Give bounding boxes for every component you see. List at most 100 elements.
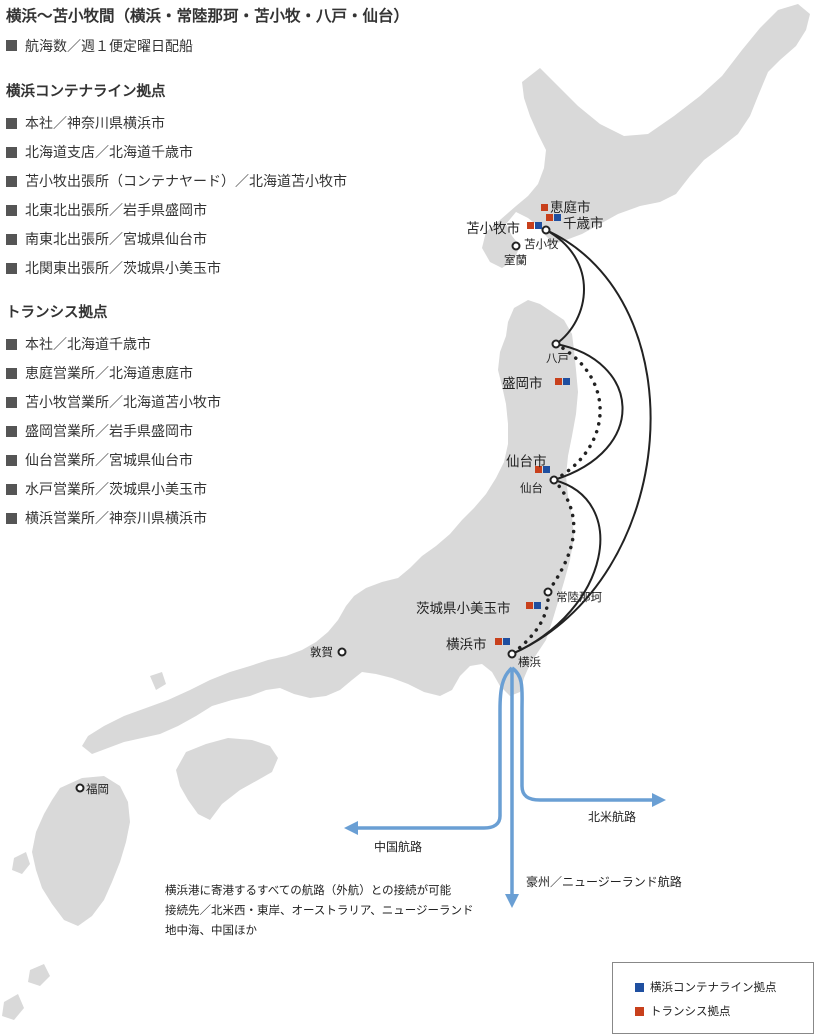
list-item-text: 恵庭営業所／北海道恵庭市 — [25, 366, 193, 382]
list-item-text: 北関東出張所／茨城県小美玉市 — [25, 261, 221, 277]
arrowhead-china — [344, 821, 358, 835]
island — [28, 964, 50, 986]
label-chitose: 千歳市 — [563, 216, 604, 232]
route-tomakomai-hachinohe — [545, 229, 585, 345]
label-morioka: 盛岡市 — [502, 376, 543, 392]
port-marker-fukuoka — [75, 783, 85, 793]
bullet-square — [6, 262, 17, 274]
label-tomakomai-city: 苫小牧市 — [466, 221, 520, 237]
island — [150, 672, 166, 690]
list-item: 苫小牧出張所（コンテナヤード）／北海道苫小牧市 — [6, 171, 347, 191]
list-item: 苫小牧営業所／北海道苫小牧市 — [6, 392, 221, 412]
list-item-text: 水戸営業所／茨城県小美玉市 — [25, 482, 207, 498]
bullet-square — [6, 425, 17, 437]
list-item: 恵庭営業所／北海道恵庭市 — [6, 363, 193, 383]
legend-swatch-red — [635, 1006, 644, 1016]
port-marker-sendai — [549, 475, 559, 485]
bullet-square — [6, 454, 17, 466]
label-omitama: 茨城県小美玉市 — [416, 601, 511, 617]
bullet-square — [6, 40, 17, 51]
port-marker-hachinohe — [551, 339, 561, 349]
list-item-text: 本社／北海道千歳市 — [25, 337, 151, 353]
connection-note-line: 横浜港に寄港するすべての航路（外航）との接続が可能 — [165, 883, 452, 897]
section-heading-transsys: トランシス拠点 — [6, 305, 108, 321]
connection-note: 横浜港に寄港するすべての航路（外航）との接続が可能 接続先／北米西・東岸、オース… — [165, 880, 474, 940]
bullet-square — [6, 117, 17, 129]
section-heading-yokohama-container: 横浜コンテナライン拠点 — [6, 84, 166, 100]
route-north-america — [510, 666, 658, 802]
connection-note-line: 地中海、中国ほか — [165, 923, 257, 937]
bullet-square — [6, 204, 17, 216]
label-sendai-city: 仙台市 — [506, 454, 547, 470]
office-marker-morioka-transsys — [555, 378, 562, 385]
label-route-china: 中国航路 — [374, 840, 423, 854]
office-marker-omitama-transsys — [526, 602, 533, 609]
legend-item-transsys: トランシス拠点 — [635, 1003, 731, 1019]
hokkaido-landmass — [482, 4, 810, 268]
island — [2, 994, 24, 1020]
shikoku-landmass — [176, 738, 278, 820]
label-tomakomai-port: 苫小牧 — [524, 237, 559, 251]
port-marker-tomakomai — [541, 225, 551, 235]
map-legend: 横浜コンテナライン拠点 トランシス拠点 — [612, 962, 814, 1034]
list-item-text: 北海道支店／北海道千歳市 — [25, 145, 193, 161]
legend-swatch-blue — [635, 982, 644, 992]
legend-label: トランシス拠点 — [650, 1004, 731, 1018]
list-item-text: 南東北出張所／宮城県仙台市 — [25, 232, 207, 248]
page-title: 横浜〜苫小牧間（横浜・常陸那珂・苫小牧・八戸・仙台） — [6, 7, 410, 25]
list-item: 水戸営業所／茨城県小美玉市 — [6, 479, 207, 499]
bullet-square — [6, 396, 17, 408]
list-item-text: 盛岡営業所／岩手県盛岡市 — [25, 424, 193, 440]
label-route-north-america: 北米航路 — [588, 810, 637, 824]
label-hachinohe-port: 八戸 — [546, 351, 569, 365]
office-marker-sendai-transsys — [535, 466, 542, 473]
list-item-text: 苫小牧営業所／北海道苫小牧市 — [25, 395, 221, 411]
list-item-text: 苫小牧出張所（コンテナヤード）／北海道苫小牧市 — [25, 174, 347, 190]
label-yokohama-city: 横浜市 — [446, 637, 487, 653]
list-item: 横浜営業所／神奈川県横浜市 — [6, 508, 207, 528]
list-item: 盛岡営業所／岩手県盛岡市 — [6, 421, 193, 441]
office-marker-tomakomai-container — [535, 222, 542, 229]
port-marker-hitachinaka — [543, 587, 553, 597]
bullet-square — [6, 512, 17, 524]
honshu-landmass — [82, 300, 578, 754]
label-eniwa: 恵庭市 — [550, 200, 591, 216]
list-item: 北海道支店／北海道千歳市 — [6, 142, 193, 162]
port-marker-yokohama — [507, 649, 517, 659]
route-china — [352, 666, 514, 830]
frequency-line: 航海数／週１便定曜日配船 — [6, 36, 193, 56]
bullet-square — [6, 233, 17, 245]
route-tomakomai-yokohama — [511, 229, 652, 655]
list-item: 北関東出張所／茨城県小美玉市 — [6, 258, 221, 278]
bullet-square — [6, 338, 17, 350]
island — [12, 852, 30, 874]
list-item: 北東北出張所／岩手県盛岡市 — [6, 200, 207, 220]
list-item-text: 仙台営業所／宮城県仙台市 — [25, 453, 193, 469]
office-marker-yokohama-transsys — [495, 638, 502, 645]
label-fukuoka-port: 福岡 — [86, 782, 109, 796]
office-marker-chitose-transsys — [546, 214, 553, 221]
list-item: 仙台営業所／宮城県仙台市 — [6, 450, 193, 470]
route-hachinohe-sendai-dotted — [552, 342, 602, 482]
office-marker-sendai-container — [543, 466, 550, 473]
office-marker-omitama-container — [534, 602, 541, 609]
port-marker-muroran — [511, 241, 521, 251]
bullet-square — [6, 483, 17, 495]
label-route-australia: 豪州／ニュージーランド航路 — [526, 875, 682, 889]
list-item-text: 北東北出張所／岩手県盛岡市 — [25, 203, 207, 219]
label-yokohama-port: 横浜 — [518, 655, 541, 669]
label-sendai-port: 仙台 — [520, 481, 543, 495]
port-marker-tsuruga — [337, 647, 347, 657]
office-marker-tomakomai-transsys — [527, 222, 534, 229]
label-muroran-port: 室蘭 — [504, 253, 527, 267]
bullet-square — [6, 175, 17, 187]
route-hachinohe-sendai — [553, 343, 624, 481]
list-item-text: 本社／神奈川県横浜市 — [25, 116, 165, 132]
connection-note-line: 接続先／北米西・東岸、オーストラリア、ニュージーランド — [165, 903, 474, 917]
legend-item-yokohama-container: 横浜コンテナライン拠点 — [635, 979, 777, 995]
label-hitachinaka-port: 常陸那珂 — [556, 590, 602, 604]
route-hitachinaka-yokohama-dotted — [510, 590, 550, 656]
route-sendai-yokohama — [511, 479, 602, 655]
list-item: 本社／北海道千歳市 — [6, 334, 151, 354]
